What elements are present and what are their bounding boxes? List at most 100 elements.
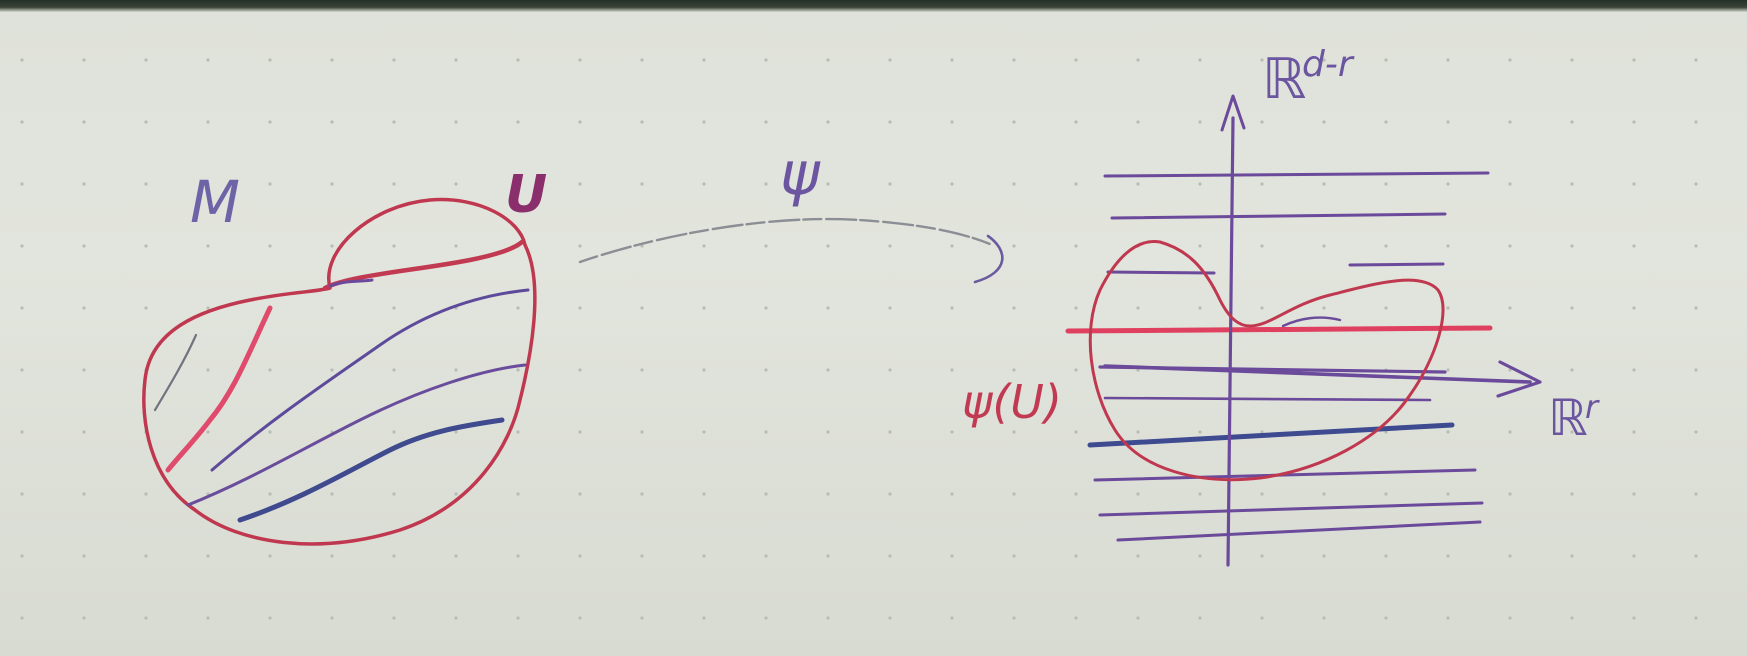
grid-dot <box>1508 430 1512 434</box>
desk-edge <box>0 0 1747 12</box>
manifold-label: M <box>190 168 240 236</box>
grid-dot <box>1198 182 1202 186</box>
grid-dot <box>1632 306 1636 310</box>
plaque-8 <box>1098 501 1484 517</box>
grid-dot <box>1012 554 1016 558</box>
grid-dot <box>1446 182 1450 186</box>
grid-dot <box>82 492 86 496</box>
grid-dot <box>1384 306 1388 310</box>
grid-dot <box>578 306 582 310</box>
grid-dot <box>454 182 458 186</box>
grid-dot <box>516 492 520 496</box>
vertical-axis-label-exponent: d-r <box>1302 44 1355 85</box>
grid-dot <box>1446 430 1450 434</box>
grid-dot <box>1012 492 1016 496</box>
grid-dot <box>1322 616 1326 620</box>
grid-dot <box>950 430 954 434</box>
grid-dot <box>82 616 86 620</box>
grid-dot <box>888 306 892 310</box>
grid-dot <box>1198 120 1202 124</box>
grid-dot <box>702 306 706 310</box>
grid-dot <box>454 616 458 620</box>
vertical-axis-label-base: ℝ <box>1262 47 1306 112</box>
grid-dot <box>764 120 768 124</box>
grid-dot <box>1384 120 1388 124</box>
grid-dot <box>268 368 272 372</box>
grid-dot <box>1074 182 1078 186</box>
grid-dot <box>454 554 458 558</box>
grid-dot <box>1508 368 1512 372</box>
grid-dot <box>1694 244 1698 248</box>
grid-dot <box>1074 616 1078 620</box>
grid-dot <box>640 182 644 186</box>
grid-dot <box>392 554 396 558</box>
grid-dot <box>144 58 148 62</box>
grid-dot <box>1322 244 1326 248</box>
plaque-9 <box>1116 520 1482 542</box>
grid-dot <box>330 244 334 248</box>
grid-dot <box>206 430 210 434</box>
grid-dot <box>826 244 830 248</box>
grid-dot <box>516 430 520 434</box>
grid-dot <box>1446 554 1450 558</box>
grid-dot <box>640 616 644 620</box>
grid-dot <box>206 368 210 372</box>
grid-dot <box>454 492 458 496</box>
grid-dot <box>516 554 520 558</box>
horizontal-axis-label-exponent: r <box>1585 388 1600 426</box>
plaque-5 <box>1103 396 1432 402</box>
grid-dot <box>950 554 954 558</box>
plaque-6 <box>1087 422 1455 448</box>
grid-dot <box>1694 58 1698 62</box>
grid-dot <box>82 430 86 434</box>
grid-dot <box>950 616 954 620</box>
grid-dot <box>1446 58 1450 62</box>
grid-dot <box>20 616 24 620</box>
grid-dot <box>330 120 334 124</box>
vertical-axis-arrowhead <box>1220 94 1246 132</box>
grid-dot <box>1384 182 1388 186</box>
grid-dot <box>268 616 272 620</box>
grid-dot <box>20 554 24 558</box>
grid-dot <box>950 306 954 310</box>
grid-dot <box>1136 58 1140 62</box>
grid-dot <box>516 182 520 186</box>
grid-dot <box>268 244 272 248</box>
grid-dot <box>950 368 954 372</box>
grid-dot <box>1508 554 1512 558</box>
grid-dot <box>392 58 396 62</box>
grid-dot <box>206 244 210 248</box>
grid-dot <box>1198 244 1202 248</box>
grid-dot <box>20 244 24 248</box>
grid-dot <box>144 244 148 248</box>
grid-dot <box>1694 120 1698 124</box>
grid-dot <box>826 58 830 62</box>
grid-dot <box>20 306 24 310</box>
plaque-2 <box>1110 212 1447 220</box>
grid-dot <box>950 492 954 496</box>
grid-dot <box>1322 120 1326 124</box>
grid-dot <box>1384 554 1388 558</box>
grid-dot <box>144 554 148 558</box>
grid-dot <box>1074 554 1078 558</box>
grid-dot <box>1136 120 1140 124</box>
dot-grid <box>20 58 1698 620</box>
grid-dot <box>950 58 954 62</box>
manifold-drawing <box>142 197 537 546</box>
grid-dot <box>1260 58 1264 62</box>
grid-dot <box>20 58 24 62</box>
grid-dot <box>1632 492 1636 496</box>
grid-dot <box>206 554 210 558</box>
grid-dot <box>826 182 830 186</box>
grid-dot <box>764 554 768 558</box>
grid-dot <box>1136 616 1140 620</box>
horizontal-axis-label: ℝ r <box>1548 388 1600 447</box>
image-label: ψ(U) <box>962 375 1062 429</box>
grid-dot <box>1384 616 1388 620</box>
chart-drawing <box>1065 94 1542 567</box>
grid-dot <box>268 554 272 558</box>
grid-dot <box>454 430 458 434</box>
grid-dot <box>1260 430 1264 434</box>
grid-dot <box>1632 182 1636 186</box>
